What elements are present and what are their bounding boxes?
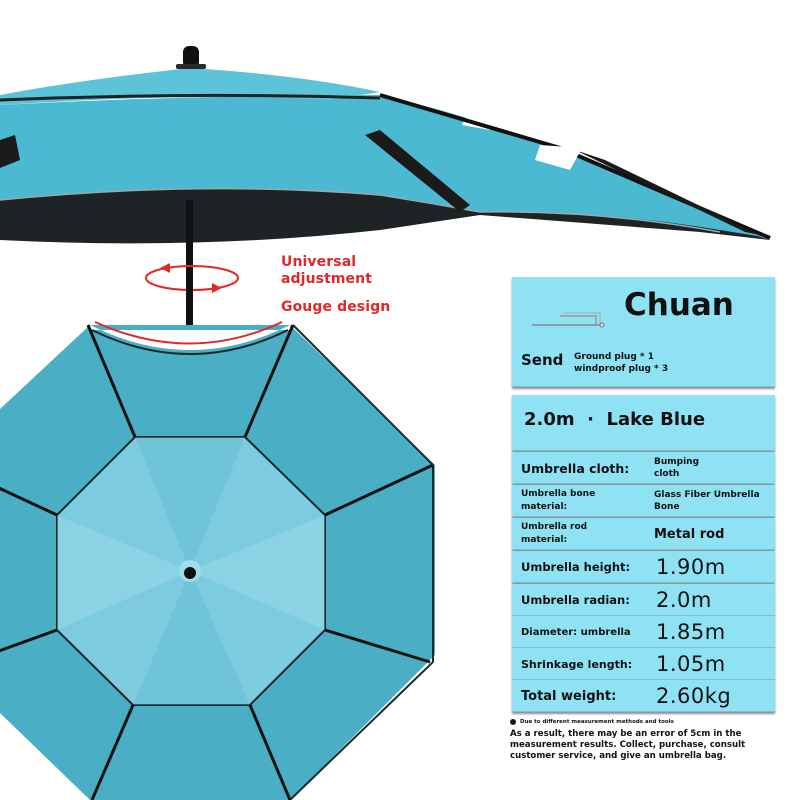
spec-label-line: material: <box>521 535 568 545</box>
spec-label-line: Umbrella rod <box>521 522 588 532</box>
spec-row-shrinkage: Shrinkage length: 1.05m <box>512 648 775 680</box>
brand-panel: Chuan Send Ground plug * 1 windproof plu… <box>512 277 775 387</box>
spec-row-radian: Umbrella radian: 2.0m <box>512 584 775 616</box>
spec-value: Bumping cloth <box>654 452 699 484</box>
spec-row-cloth: Umbrella cloth: Bumping cloth <box>512 452 775 484</box>
spec-label: Diameter: umbrella <box>521 626 631 638</box>
brand-name: Chuan <box>624 287 734 323</box>
spec-row-rod: Umbrella rod material: Metal rod <box>512 518 775 550</box>
spec-value: 1.90m <box>656 555 726 579</box>
spec-row-height: Umbrella height: 1.90m <box>512 551 775 583</box>
spec-label-line: material: <box>521 502 568 512</box>
spec-value-line: Bone <box>654 502 680 512</box>
spec-label: Umbrella cloth: <box>521 460 630 476</box>
spec-row-diameter: Diameter: umbrella 1.85m <box>512 616 775 648</box>
spec-value-line: Glass Fiber Umbrella <box>654 490 760 500</box>
spec-value: 2.60kg <box>656 684 732 708</box>
universal-adjustment-line1: Universal <box>281 254 357 270</box>
size-color-text: 2.0m · Lake Blue <box>524 409 706 430</box>
spec-label-line: Umbrella bone <box>521 489 596 499</box>
bullet-dot-icon <box>510 719 516 725</box>
umbrella-side-view <box>0 46 771 280</box>
gouge-design-label: Gouge design <box>281 299 391 315</box>
spec-label: Umbrella radian: <box>521 593 630 607</box>
spec-value: Metal rod <box>654 526 725 542</box>
spec-label: Umbrella height: <box>521 560 631 574</box>
footnote-bullet: Due to different measurement methods and… <box>510 719 790 725</box>
universal-adjustment-label: Universal adjustment <box>281 254 372 288</box>
measurement-footnote: Due to different measurement methods and… <box>510 719 790 762</box>
spec-value: 1.85m <box>656 620 726 644</box>
spec-row-weight: Total weight: 2.60kg <box>512 680 775 712</box>
spec-value: 1.05m <box>656 652 726 676</box>
spec-value: 2.0m <box>656 588 712 612</box>
ground-plug-icon <box>532 312 605 328</box>
universal-adjustment-line2: adjustment <box>281 271 373 287</box>
spec-row-bone: Umbrella bone material: Glass Fiber Umbre… <box>512 485 775 517</box>
spec-label: Umbrella bone material: <box>521 485 595 517</box>
footnote-body: As a result, there may be an error of 5c… <box>510 729 746 761</box>
spec-label: Total weight: <box>521 688 617 704</box>
spec-label: Shrinkage length: <box>521 657 633 671</box>
accessories-list: Ground plug * 1 windproof plug * 3 <box>574 351 668 375</box>
spec-value-line: cloth <box>654 469 680 479</box>
umbrella-underside-view <box>0 324 435 800</box>
gouge-arc <box>94 321 283 345</box>
spec-value-line: Bumping <box>654 457 700 467</box>
accessory-ground-plug: Ground plug * 1 <box>574 352 655 362</box>
send-label: Send <box>521 351 564 369</box>
accessory-windproof-plug: windproof plug * 3 <box>574 364 669 374</box>
spec-label: Umbrella rod material: <box>521 518 587 550</box>
footnote-bullet-text: Due to different measurement methods and… <box>520 719 674 725</box>
size-color-panel: 2.0m · Lake Blue <box>512 395 775 451</box>
